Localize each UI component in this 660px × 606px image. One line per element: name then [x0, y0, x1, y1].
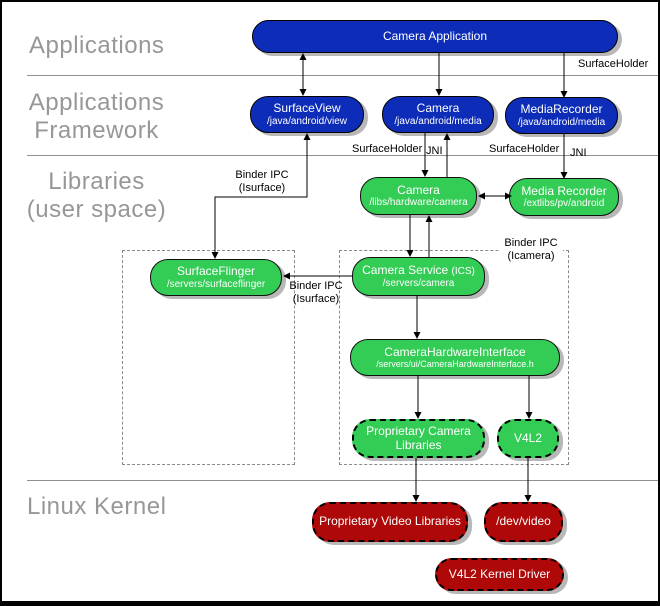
layer-divider-1: [27, 75, 658, 76]
layer-label-line: Libraries: [48, 168, 145, 195]
node-sublabel: /extlibs/pv/android: [523, 198, 605, 210]
layer-label-line: Framework: [34, 117, 159, 144]
arrow-cameralib-mediarecorderlib: [478, 192, 512, 200]
annotation-binder-ipc-isurface-lower: Binder IPC(Isurface): [284, 280, 348, 306]
node-label: Proprietary Camera Libraries: [366, 424, 471, 452]
node-sublabel: /java/android/view: [266, 115, 348, 127]
node-label: V4L2: [513, 430, 543, 445]
node-camera-service: Camera Service (ICS) /servers/camera: [352, 257, 485, 296]
node-surfaceflinger: SurfaceFlinger /servers/surfaceflinger: [150, 259, 282, 296]
annotation-surfaceholder-top: SurfaceHolder: [578, 58, 649, 70]
surfaceflinger-process-boundary: [122, 250, 295, 465]
node-proprietary-camera-libraries: Proprietary Camera Libraries: [352, 419, 485, 458]
node-media-recorder-library: Media Recorder /extlibs/pv/android: [509, 178, 619, 216]
node-label: MediaRecorder: [520, 102, 603, 117]
cameraservice-process-boundary: [339, 250, 569, 465]
annotation-line: (Isurface): [238, 182, 286, 194]
node-proprietary-video-libraries: Proprietary Video Libraries: [312, 502, 468, 542]
layer-label-linux-kernel: Linux Kernel: [27, 493, 167, 520]
node-sublabel: /servers/surfaceflinger: [166, 278, 266, 290]
layer-label-libraries: Libraries(user space): [24, 168, 169, 224]
annotation-jni-left: JNI: [426, 145, 443, 157]
node-camerahardwareinterface: CameraHardwareInterface /servers/ui/Came…: [350, 339, 560, 376]
node-label: Media Recorder: [521, 183, 607, 198]
node-camera-framework: Camera /java/android/media: [382, 96, 494, 133]
node-sublabel: /servers/ui/CameraHardwareInterface.h: [376, 359, 534, 370]
node-label: SurfaceFlinger: [176, 264, 256, 279]
node-label: Camera Service (ICS): [362, 263, 475, 278]
node-label: V4L2 Kernel Driver: [448, 566, 551, 581]
layer-divider-2: [27, 155, 658, 156]
node-label: /dev/video: [496, 514, 551, 529]
annotation-binder-ipc-icamera: Binder IPC(Icamera): [499, 237, 563, 263]
layer-label-line: Applications: [28, 89, 165, 116]
node-label: Camera Application: [382, 28, 488, 43]
node-sublabel: /java/android/media: [517, 116, 606, 128]
node-sublabel: /java/android/media: [394, 115, 482, 127]
node-label: Camera: [416, 101, 460, 116]
node-label: SurfaceView: [273, 101, 341, 116]
node-mediarecorder-framework: MediaRecorder /java/android/media: [505, 97, 618, 134]
arrow-surfaceview-surfaceflinger: [211, 133, 311, 259]
node-label: Proprietary Video Libraries: [319, 514, 461, 529]
annotation-binder-ipc-isurface-upper: Binder IPC(Isurface): [220, 169, 304, 195]
layer-divider-3: [27, 480, 658, 481]
node-label-suffix: (ICS): [451, 266, 475, 278]
annotation-surfaceholder-left: SurfaceHolder: [352, 143, 423, 155]
annotation-line: Binder IPC: [289, 280, 343, 292]
annotation-surfaceholder-right: SurfaceHolder: [489, 143, 560, 155]
annotation-line: Binder IPC: [504, 237, 558, 249]
node-camera-application: Camera Application: [252, 20, 618, 53]
node-v4l2: V4L2: [497, 419, 559, 458]
node-label: CameraHardwareInterface: [384, 344, 526, 359]
node-label: Camera: [397, 182, 440, 197]
annotation-line: (Isurface): [292, 293, 340, 305]
node-v4l2-kernel-driver: V4L2 Kernel Driver: [435, 558, 564, 591]
node-dev-video: /dev/video: [484, 502, 563, 542]
node-sublabel: /libs/hardware/camera: [369, 197, 468, 209]
annotation-jni-right: JNI: [570, 147, 587, 159]
node-surfaceview: SurfaceView /java/android/view: [250, 96, 364, 133]
node-camera-library: Camera /libs/hardware/camera: [360, 177, 477, 215]
layer-label-applications: Applications: [29, 32, 165, 59]
annotation-line: (Icamera): [507, 250, 555, 262]
layer-label-line: (user space): [26, 196, 167, 223]
node-label-main: Camera Service: [362, 263, 449, 278]
annotation-line: Binder IPC: [235, 169, 289, 181]
node-sublabel: /servers/camera: [382, 277, 455, 289]
arrow-mediarecorderfw-mediarecorderlib: [560, 134, 568, 179]
